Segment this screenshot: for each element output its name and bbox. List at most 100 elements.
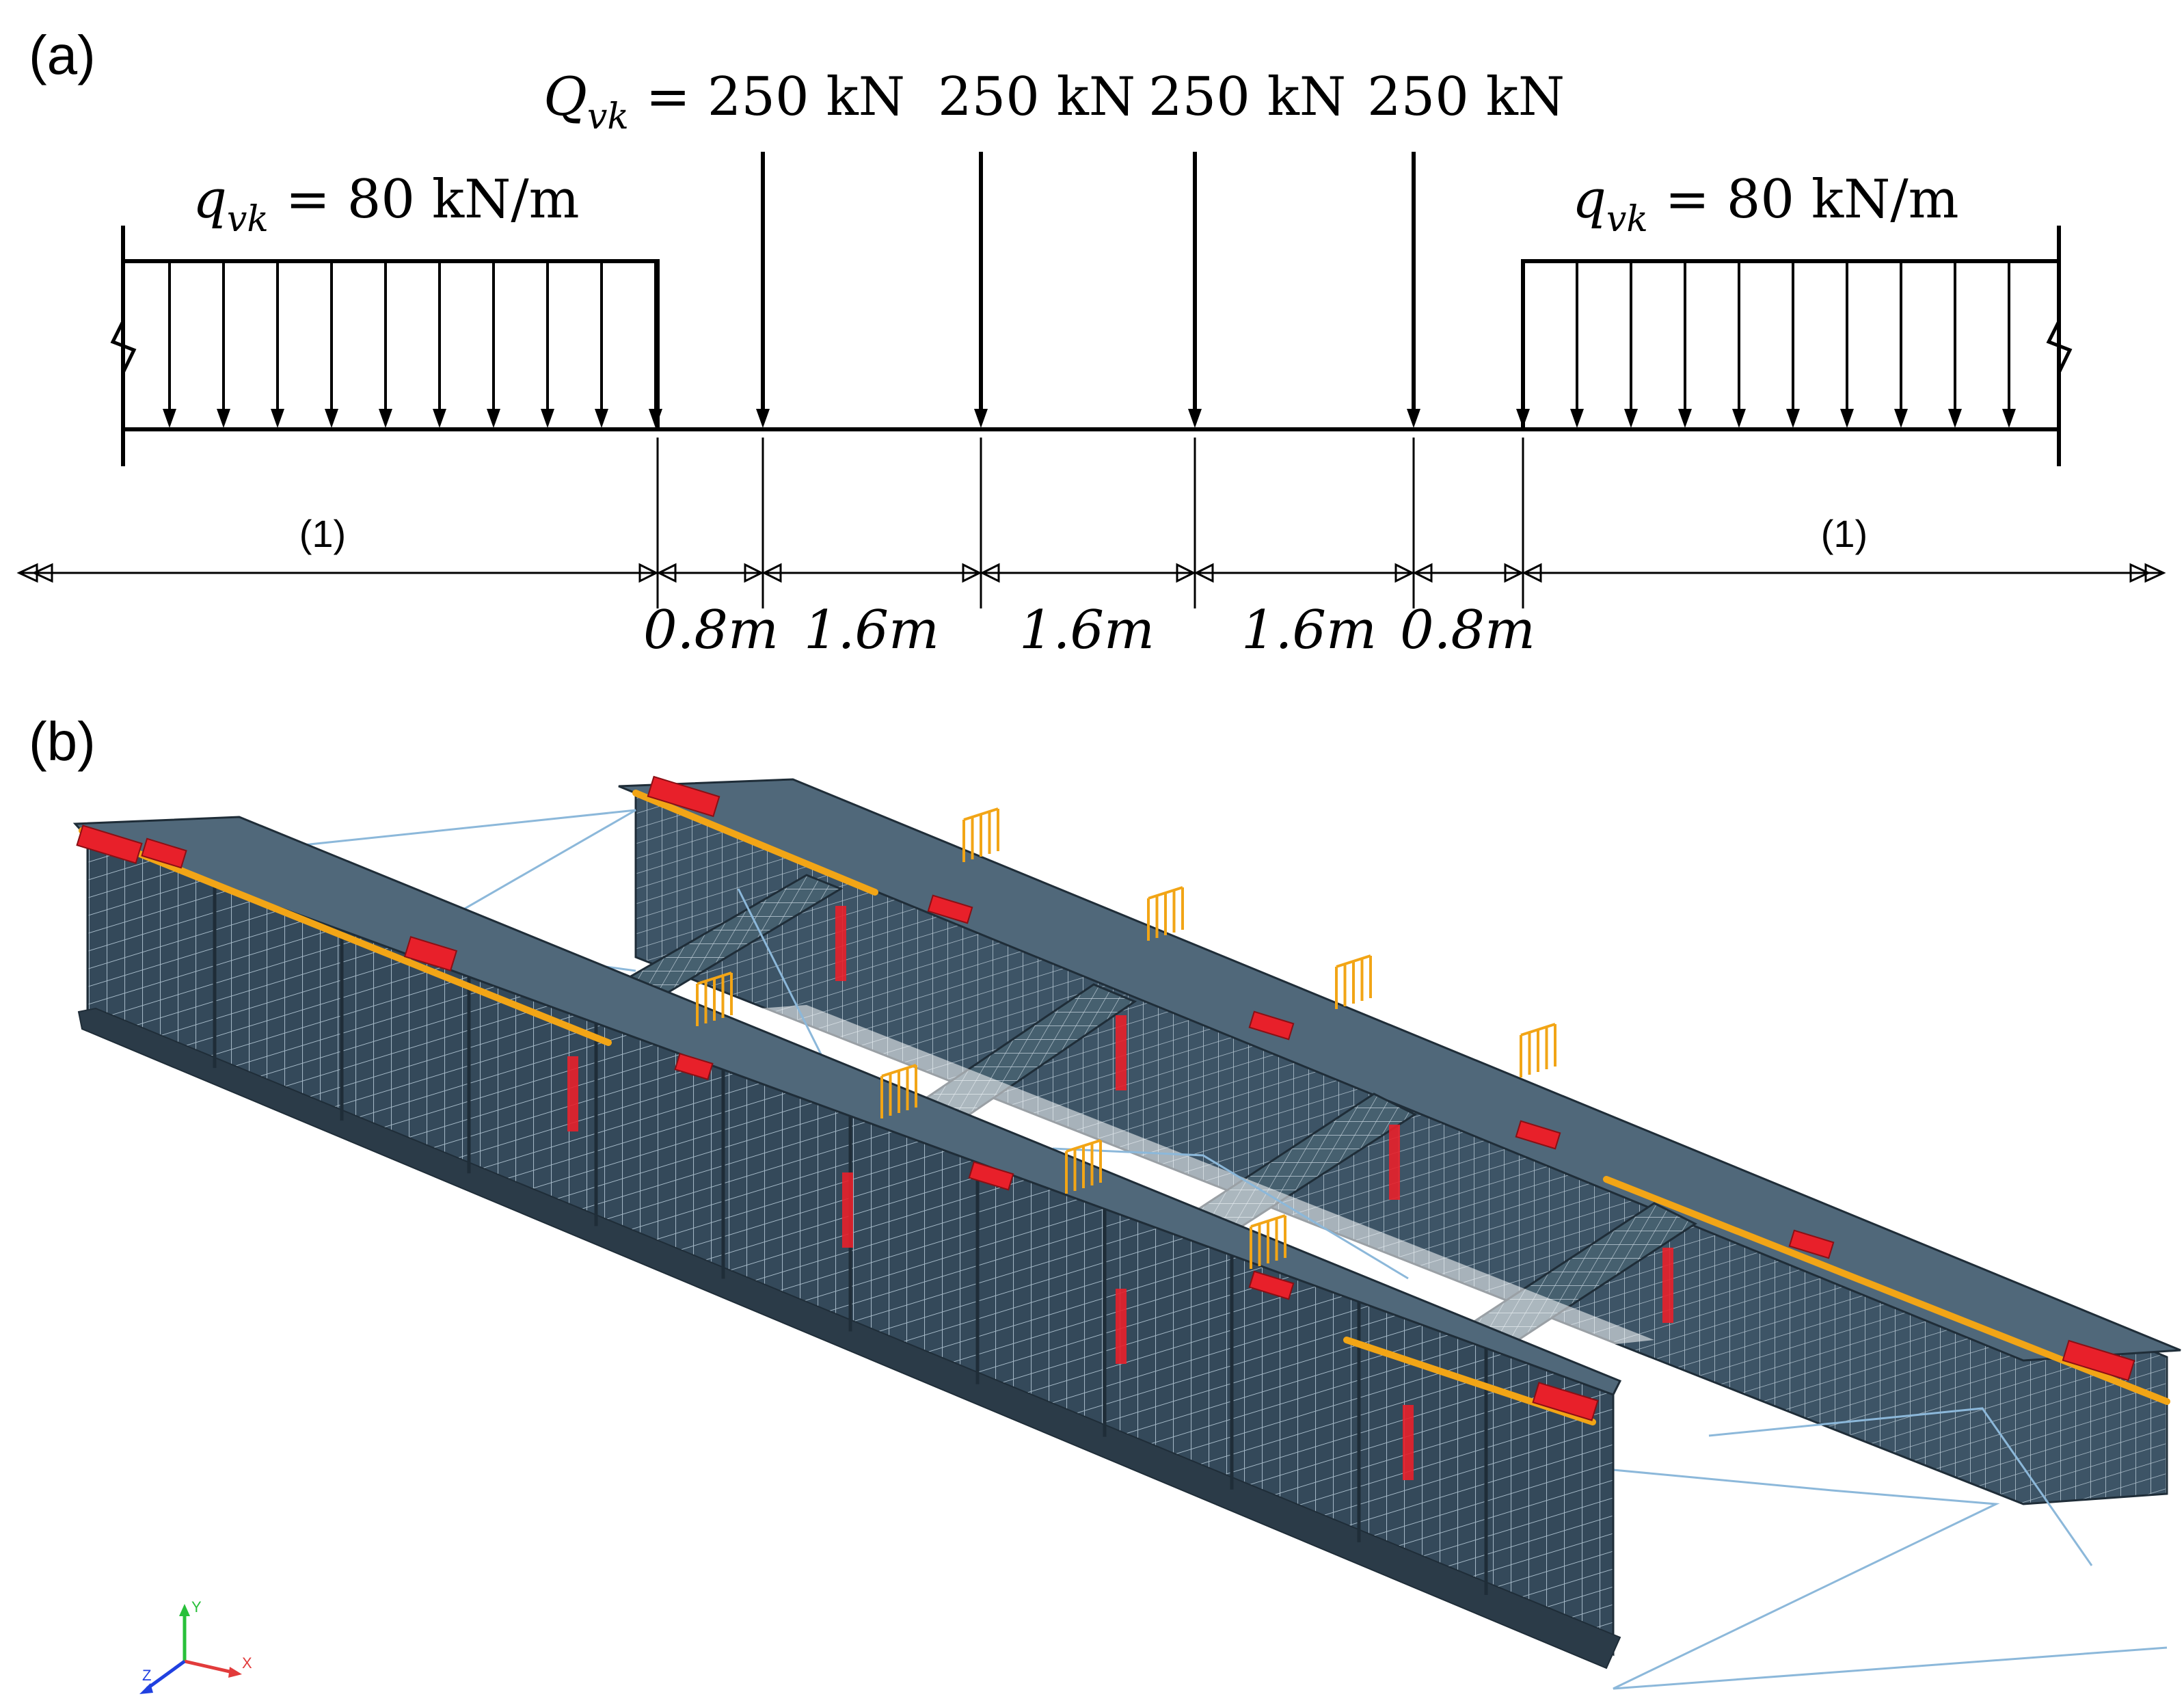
- dim-arrowhead: [638, 563, 659, 583]
- udl-arrow-head: [1624, 409, 1638, 428]
- load-marker: [880, 1064, 917, 1118]
- dim-arrowhead: [1522, 563, 1542, 583]
- support-stiffener: [1403, 1405, 1414, 1480]
- udl-right-label: qvk = 80 kN/m: [1572, 169, 1959, 240]
- support-block: [1515, 1120, 1561, 1150]
- dim-label-3: 1.6m: [1019, 600, 1155, 661]
- point-load-arrow-head: [756, 409, 770, 428]
- support-block: [968, 1161, 1014, 1191]
- point-load-arrow-head: [1188, 409, 1202, 428]
- point-load-arrow-head: [1407, 409, 1420, 428]
- dim-arrowhead: [1504, 563, 1524, 583]
- udl-left-arrows: [163, 261, 662, 428]
- x-axis-label: X: [242, 1654, 252, 1672]
- point-load-arrows: [756, 152, 1420, 428]
- support-stiffener: [1116, 1289, 1127, 1364]
- dim-end-arrowhead: [31, 563, 53, 583]
- point-load-arrow-head: [974, 409, 988, 428]
- load-marker: [1520, 1023, 1556, 1077]
- web-stiffeners: [213, 883, 1488, 1595]
- z-axis-label: Z: [142, 1667, 151, 1684]
- support-block: [1788, 1229, 1835, 1259]
- near-girder-bottom-flange: [77, 1007, 1621, 1670]
- support-stiffener: [1389, 1125, 1400, 1200]
- dim-end-arrowhead: [16, 563, 38, 583]
- udl-arrow-head: [217, 409, 230, 428]
- udl-arrow-head: [1678, 409, 1692, 428]
- support-stiffener: [1116, 1015, 1127, 1090]
- load-marker: [962, 807, 999, 862]
- y-axis-label: Y: [191, 1598, 202, 1615]
- udl-arrow-head: [595, 409, 608, 428]
- point-load-label-4: 250 kN: [1367, 66, 1565, 128]
- udl-arrow-head: [271, 409, 284, 428]
- support-block: [647, 775, 720, 818]
- udl-arrow-head: [541, 409, 554, 428]
- udl-arrow-head: [1570, 409, 1584, 428]
- dim-label-1: 0.8m: [643, 600, 779, 661]
- x-axis-line: [184, 1659, 233, 1674]
- support-block: [403, 936, 458, 971]
- load-marker: [1065, 1139, 1102, 1194]
- support-block: [1248, 1010, 1295, 1041]
- panel-a: (a) qvk = 80 kN/m qvk = 80 kN/m Qvk = 25…: [16, 25, 2166, 661]
- region-left-label: (1): [299, 512, 346, 555]
- panel-a-label: (a): [29, 25, 96, 85]
- udl-left-frame: [123, 259, 660, 429]
- udl-arrow-head: [1894, 409, 1908, 428]
- panel-b: (b): [29, 711, 2181, 1694]
- support-block: [2062, 1339, 2135, 1382]
- dim-end-arrowhead: [2129, 563, 2151, 583]
- support-stiffener: [567, 1056, 578, 1131]
- dim-end-arrowhead: [2144, 563, 2166, 583]
- panel-b-label: (b): [29, 711, 96, 772]
- point-load-label-1: Qvk = 250 kN: [543, 66, 905, 137]
- udl-arrow-head: [1948, 409, 1962, 428]
- region-right-label: (1): [1821, 512, 1868, 555]
- udl-arrow-head: [649, 409, 662, 428]
- udl-arrow-head: [1786, 409, 1800, 428]
- support-stiffener: [842, 1172, 853, 1248]
- dim-arrowhead: [1412, 563, 1433, 583]
- z-axis-line: [146, 1659, 186, 1691]
- udl-right-frame: [1521, 259, 2059, 429]
- load-marker: [1147, 886, 1184, 941]
- support-block: [927, 894, 973, 924]
- load-marker: [696, 971, 733, 1026]
- dimension-line: [16, 438, 2166, 608]
- dim-arrowhead: [1194, 563, 1214, 583]
- dim-label-4: 1.6m: [1241, 600, 1377, 661]
- break-symbol-left: [110, 320, 137, 374]
- dim-arrowhead: [744, 563, 764, 583]
- point-load-label-2: 250 kN: [938, 66, 1135, 128]
- dim-arrowhead: [1394, 563, 1415, 583]
- udl-arrow-head: [2002, 409, 2016, 428]
- udl-arrow-head: [1516, 409, 1530, 428]
- udl-arrow-head: [163, 409, 176, 428]
- y-arrow-icon: [179, 1604, 190, 1616]
- load-marker: [1335, 954, 1372, 1009]
- udl-arrow-head: [379, 409, 392, 428]
- support-block: [76, 824, 143, 864]
- udl-arrow-head: [487, 409, 500, 428]
- udl-right-arrows: [1516, 261, 2016, 428]
- dim-arrowhead: [761, 563, 782, 583]
- udl-arrow-head: [1840, 409, 1854, 428]
- point-load-label-3: 250 kN: [1148, 66, 1346, 128]
- far-girder-top-flange: [618, 778, 2181, 1362]
- support-block: [141, 837, 187, 869]
- udl-arrow-head: [325, 409, 338, 428]
- dim-label-2: 1.6m: [804, 600, 939, 661]
- dim-arrowhead: [962, 563, 982, 583]
- coordinate-triad: Y X Z: [139, 1598, 252, 1694]
- support-block: [1248, 1270, 1295, 1300]
- load-markers: [696, 807, 1556, 1269]
- dim-arrowhead: [656, 563, 677, 583]
- udl-left-label: qvk = 80 kN/m: [193, 169, 580, 240]
- dim-arrowhead: [1176, 563, 1196, 583]
- x-arrow-icon: [228, 1667, 242, 1678]
- udl-arrow-head: [1732, 409, 1746, 428]
- z-arrow-icon: [139, 1683, 153, 1694]
- dim-arrowhead: [980, 563, 1000, 583]
- support-block: [674, 1052, 714, 1081]
